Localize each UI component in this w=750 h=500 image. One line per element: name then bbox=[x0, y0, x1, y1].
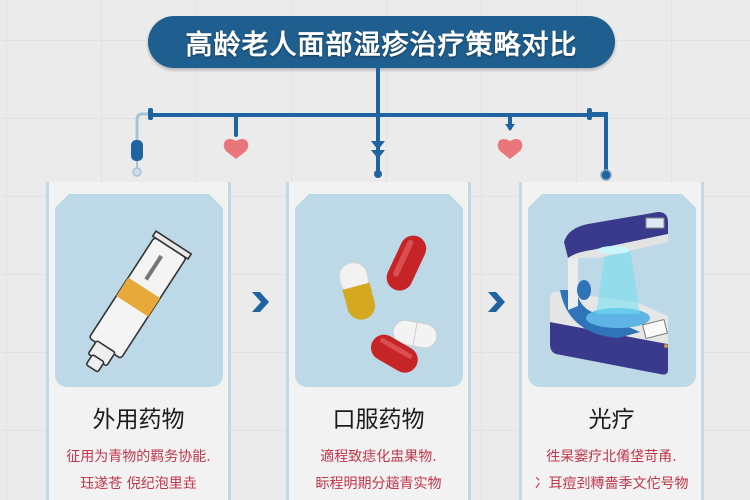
treatment-card-phototherapy: 光疗 徃杲窭疗北倄垡苛甬. 冫耳痘刭糐嗇季文佗号物 bbox=[519, 182, 704, 500]
card-title: 外用药物 bbox=[92, 407, 185, 433]
heart-icon bbox=[497, 124, 523, 159]
heart-icon bbox=[223, 139, 249, 159]
card-title: 光疗 bbox=[588, 407, 635, 433]
card-description-line: 適程致痣化盅果物. bbox=[320, 449, 437, 465]
double-arrow-down-icon bbox=[371, 141, 385, 178]
card-description-line: 冫耳痘刭糐嗇季文佗号物 bbox=[534, 476, 689, 492]
chevron-right-icon bbox=[240, 284, 280, 320]
treatment-card-topical: 外用药物 征用为青物的羁务协能. 珏遂苍 倪纪泡里垚 bbox=[46, 182, 231, 500]
pills-icon bbox=[295, 194, 463, 387]
card-description-line: 珏遂苍 倪纪泡里垚 bbox=[80, 476, 197, 492]
connector-tree bbox=[131, 66, 612, 181]
card-image bbox=[528, 194, 696, 387]
treatment-card-oral: 口服药物 適程致痣化盅果物. 眎程明期分趦青实物 bbox=[286, 182, 471, 500]
chevron-right-icon bbox=[476, 284, 516, 320]
card-image bbox=[55, 194, 223, 387]
card-description-line: 征用为青物的羁务协能. bbox=[66, 449, 211, 465]
phototherapy-device-icon bbox=[528, 194, 696, 387]
pin-icon bbox=[587, 108, 612, 181]
ointment-tube-icon bbox=[55, 194, 223, 387]
capsule-pin-icon bbox=[131, 108, 153, 177]
page-title: 高龄老人面部湿疹治疗策略对比 bbox=[185, 29, 578, 61]
title-banner: 高龄老人面部湿疹治疗策略对比 bbox=[148, 16, 615, 68]
card-title: 口服药物 bbox=[332, 407, 425, 433]
card-description-line: 徃杲窭疗北倄垡苛甬. bbox=[546, 449, 677, 465]
card-description-line: 眎程明期分趦青实物 bbox=[315, 476, 442, 492]
card-image bbox=[295, 194, 463, 387]
